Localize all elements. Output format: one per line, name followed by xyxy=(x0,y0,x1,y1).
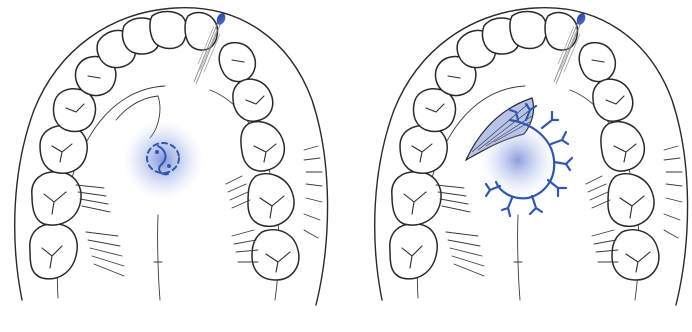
injection-glow xyxy=(480,122,556,198)
panel-left xyxy=(15,8,328,305)
panel-right xyxy=(375,8,688,305)
injection-glow xyxy=(123,120,203,200)
